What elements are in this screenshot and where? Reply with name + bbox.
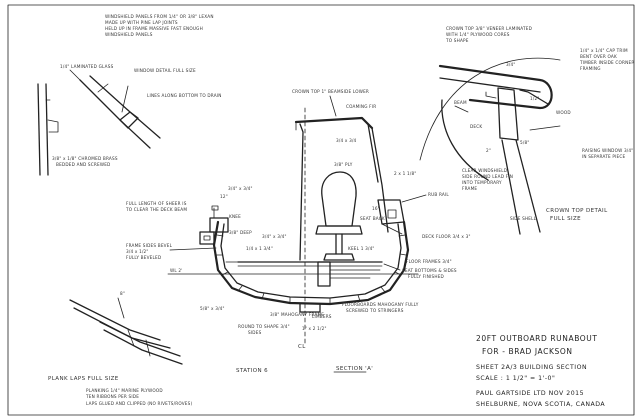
crown-note: IN SEPARATE PIECE [582,154,625,159]
crown-note: 1/4" x 1/4" CAP TRIM [580,48,628,53]
keel-label: KEEL 1 3/4" [348,246,375,251]
section-annotations: CROWN TOP 1" BEAMSIDE LOWER COAMING FIR … [125,89,471,374]
title-line: SHEET 2A/3 BUILDING SECTION [476,364,587,371]
crown-note: BENT OVER OAK [580,54,617,59]
ribs-label: 5/8" x 3/4" [200,306,225,311]
title-line: SHELBURNE, NOVA SCOTIA, CANADA [476,401,605,408]
ribs-label: 3/8" MAHOGANY FRAME [270,312,324,317]
station-keel-label: 1/4 x 1 3/4" [246,246,273,251]
crown-note: FRAME [462,186,477,191]
crown-note: CLEAR WINDSHIELD [462,168,507,173]
rub-rail-label: RUB RAIL [428,192,449,197]
dim-1-2: 1/2" [530,96,539,101]
note-text: MADE UP WITH PINE LAP JOINTS [105,20,178,25]
crown-note: WITH 1/4" PLYWOOD CORES [446,32,510,37]
sheet-border [7,4,635,416]
bilge-label: LIMBERS [312,314,332,319]
wood-label: WOOD [556,110,571,115]
knee-depth-label: 3/8" DEEP [229,230,252,235]
deck-floor-label: DECK FLOOR 3/4 x 3" [422,234,471,239]
laminated-glass-label: 1/4" LAMINATED GLASS [60,64,114,69]
waterline-label: WL 2' [170,268,183,273]
deck-label-detail: DECK [470,124,482,129]
gunwale-label: 3/4" x 3/4" [228,186,253,191]
title-line: 20FT OUTBOARD RUNABOUT [476,334,598,343]
plank-dim: 8" [120,291,125,296]
fixed-note: TO CLEAR THE DECK BEAM [125,207,187,212]
dim-3-4: 3/4" [506,62,515,67]
crown-note: FRAMING [580,66,601,71]
crown-note: SIDE SHELL [510,216,537,221]
note-text: WINDSHIELD PANELS [105,32,153,37]
window-detail-label: WINDOW DETAIL FULL SIZE [134,68,196,73]
section-a-label: SECTION 'A' [336,366,373,372]
plank-laps-detail: 8" PLANK LAPS FULL SIZE PLANKING 1/4" MA… [48,291,193,406]
round-frames-label: ROUND TO SHAPE 3/4" [238,324,290,329]
plank-note: LAPS GLUED AND CLIPPED (NO RIVETS/ROVES) [86,401,193,406]
crown-top-label: CROWN TOP 1" BEAMSIDE LOWER [292,89,369,94]
dim-5-8: 5/8" [520,140,529,145]
lines-along-label: LINES ALONG BOTTOM TO DRAIN [147,93,222,98]
title-line: FOR - BRAD JACKSON [482,347,573,356]
round-frames-label: SIDES [248,330,262,335]
crown-detail-title: CROWN TOP DETAIL [546,208,608,214]
batten-label: SCREWED TO STRINGERS [346,308,404,313]
station-6-label: STATION 6 [236,368,268,374]
dim-label: 16" [372,206,380,211]
keel-bottom-label: 3/4" x 3/4" [262,234,287,239]
frame-sides-label: FRAME SIDES BEVEL [126,243,173,248]
self-bailing-label: SEAT BOTTOMS & SIDES [402,268,457,273]
floor-frames-label: FLOOR FRAMES 3/4" [406,259,452,264]
beam-label: BEAM [454,100,467,105]
title-line: PAUL GARTSIDE LTD NOV 2015 [476,390,584,397]
title-block: 20FT OUTBOARD RUNABOUT FOR - BRAD JACKSO… [476,334,605,408]
crown-detail-title: FULL SIZE [550,216,581,222]
window-detail: 1/4" LAMINATED GLASS WINDOW DETAIL FULL … [37,64,222,176]
crown-note: TIMBER INSIDE CORNER [579,60,634,65]
deck-ply-label: 3/8" PLY [334,162,353,167]
top-left-notes: WINDSHIELD PANELS FROM 1/4" OR 3/8" LEXA… [105,14,214,37]
crown-note: INTO TEMPORARY [462,180,502,185]
knee-label: KNEE [229,214,241,219]
crown-note: CROWN TOP 3/8" VENEER LAMINATED [446,26,532,31]
trim-note: 3/8" x 1/8" CHROMED BRASS [52,156,118,161]
crown-note: TO SHAPE [445,38,469,43]
deck-label: 3/4 x 3/4 [336,138,357,143]
title-line: SCALE : 1 1/2" = 1'-0" [476,375,555,382]
frame-sides-label: 3/4 x 1/2" [126,249,149,254]
batten-label: FLOORBOARDS MAHOGANY FULLY [342,302,419,307]
note-text: WINDSHIELD PANELS FROM 1/4" OR 3/8" LEXA… [105,14,214,19]
centerline-label: CL [298,344,306,350]
deck-joist-label: 2 x 1 1/8" [394,171,416,176]
plank-note: PLANKING 1/4" MARINE PLYWOOD [86,388,163,393]
plank-note: TEN RIBBONS PER SIDE [85,394,139,399]
coaming-label: COAMING FIR [346,104,376,109]
chine-label: 1" x 2 1/2" [302,326,327,331]
trim-note: BEDDED AND SCREWED [56,162,110,167]
seat-back-label: SEAT BACK [360,216,385,221]
frame-sides-label: FULLY BEVELED [126,255,161,260]
note-text: HELD UP IN FRAME MASSIVE FAST ENOUGH [105,26,203,31]
plank-laps-title: PLANK LAPS FULL SIZE [48,376,119,382]
dim-2: 2" [486,148,491,153]
dim-label: 12" [220,194,228,199]
fixed-note: FULL LENGTH OF SHEER IS [126,201,187,206]
crown-top-detail: CROWN TOP 3/8" VENEER LAMINATED WITH 1/4… [419,26,634,235]
boat-section: CL WL 2' [167,107,419,350]
crown-note: SIDE ROUND LEAD FIN [462,174,513,179]
crown-note: RAISING WINDOW 3/4" [582,148,633,153]
self-bailing-label: FULLY FINISHED [408,274,444,279]
